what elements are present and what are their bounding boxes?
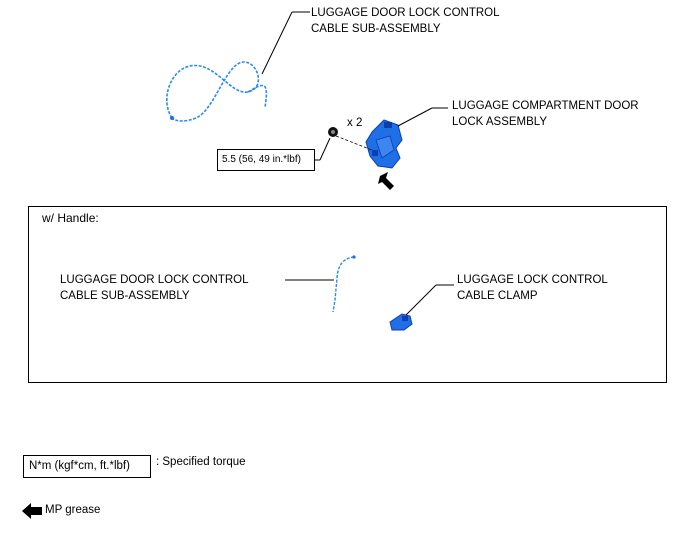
legend-torque-description: : Specified torque: [156, 456, 246, 468]
handle-section-title: w/ Handle:: [42, 211, 99, 225]
lock-assembly-part: [365, 119, 403, 169]
control-cable-handle: [332, 255, 356, 313]
leader-cable-clamp: [405, 284, 437, 316]
grease-arrow-icon: [378, 172, 394, 190]
label-cable-top: LUGGAGE DOOR LOCK CONTROL CABLE SUB-ASSE…: [311, 7, 500, 35]
leader-cable-top: [261, 11, 293, 75]
control-cable-top: [166, 61, 268, 122]
label-quantity: x 2: [347, 117, 363, 129]
label-cable-clamp: LUGGAGE LOCK CONTROL CABLE CLAMP: [457, 274, 608, 302]
label-lock-assembly: LUGGAGE COMPARTMENT DOOR LOCK ASSEMBLY: [452, 100, 639, 128]
legend-grease-description: MP grease: [45, 504, 101, 516]
legend-torque-units-box: N*m (kgf*cm, ft.*lbf): [23, 455, 151, 478]
black-arrow-icon: [22, 503, 42, 519]
cable-clamp-part: [389, 313, 413, 331]
torque-spec-box: 5.5 (56, 49 in.*lbf): [217, 149, 315, 171]
handle-section-frame: [28, 206, 667, 383]
label-cable-handle: LUGGAGE DOOR LOCK CONTROL CABLE SUB-ASSE…: [60, 274, 249, 302]
bolt-icon: [328, 127, 373, 151]
